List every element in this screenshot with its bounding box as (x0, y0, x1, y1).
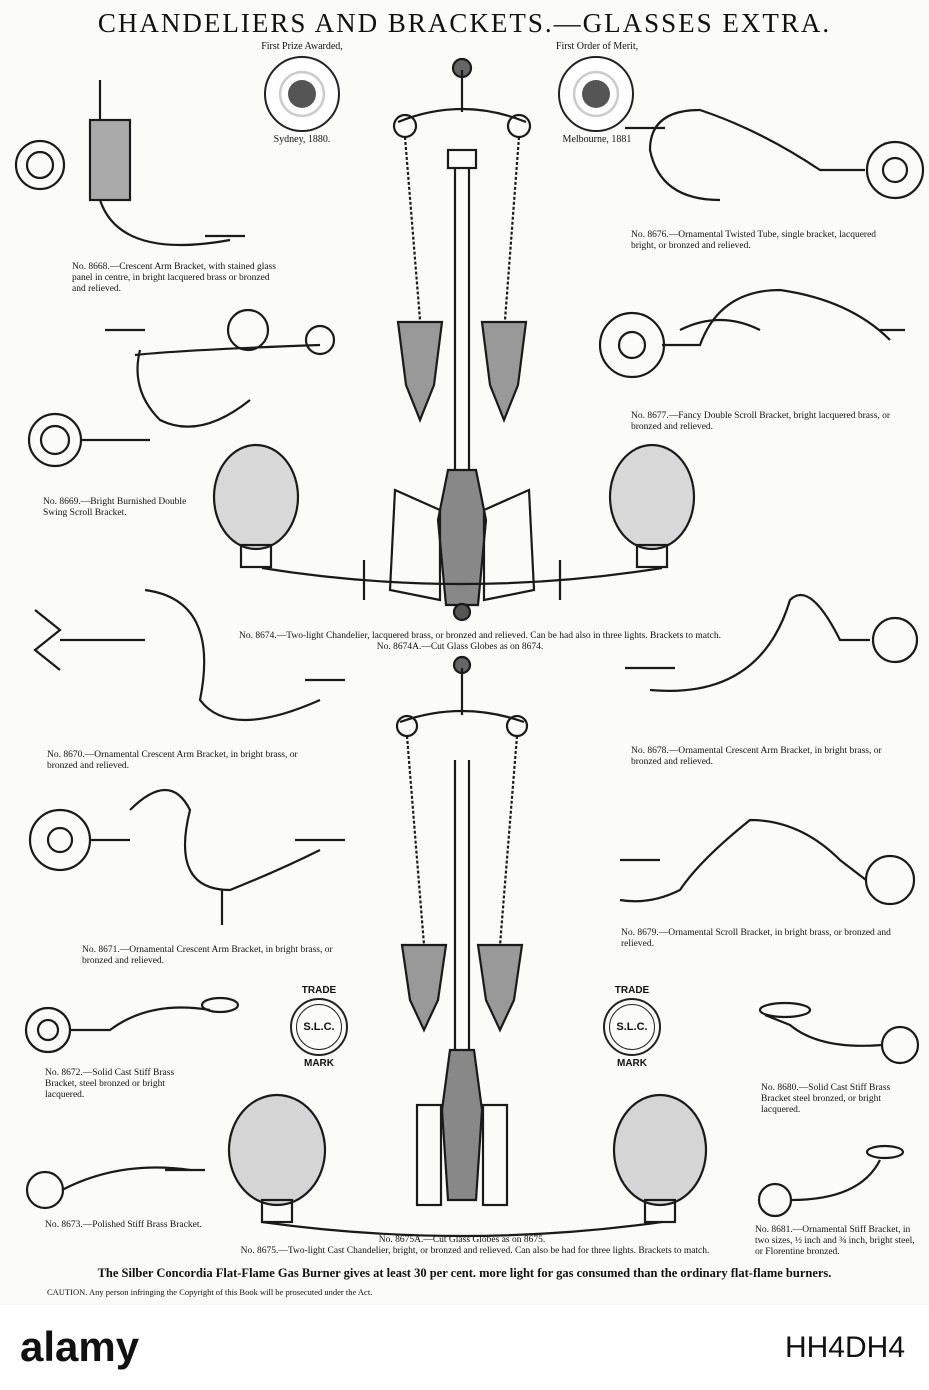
caption-8677: No. 8677.—Fancy Double Scroll Bracket, b… (631, 411, 891, 432)
caption-8672: No. 8672.—Solid Cast Stiff Brass Bracket… (45, 1068, 175, 1100)
watermark-strip: alamy HH4DH4 (0, 1305, 929, 1390)
trade-mark-right-top: TRADE (614, 985, 650, 996)
trade-mark-right-center: S.L.C. (616, 1021, 648, 1033)
medal-left-icon (264, 56, 340, 132)
caption-8676: No. 8676.—Ornamental Twisted Tube, singl… (631, 230, 877, 251)
caption-8679: No. 8679.—Ornamental Scroll Bracket, in … (621, 928, 891, 949)
bracket-8680-illustration (758, 1001, 920, 1065)
bracket-8676-illustration (625, 108, 925, 202)
copyright-caution-text: CAUTION. Any person infringing the Copyr… (47, 1287, 373, 1297)
trade-mark-left: TRADE S.L.C. MARK (279, 985, 359, 1069)
catalogue-page: CHANDELIERS AND BRACKETS.—GLASSES EXTRA.… (14, 8, 925, 1297)
caption-8673: No. 8673.—Polished Stiff Brass Bracket. (45, 1220, 202, 1230)
medal-right-caption-bottom: Melbourne, 1881 (562, 134, 632, 145)
bracket-8669-illustration (27, 308, 336, 468)
trade-mark-left-center: S.L.C. (303, 1021, 335, 1033)
alamy-logo: alamy (20, 1323, 140, 1370)
trade-mark-left-top: TRADE (301, 985, 337, 996)
caption-8678: No. 8678.—Ornamental Crescent Arm Bracke… (631, 746, 882, 767)
medal-right-caption-top: First Order of Merit, (555, 41, 639, 52)
bracket-8672-illustration (24, 996, 240, 1054)
caption-8669: No. 8669.—Bright Burnished Double Swing … (43, 497, 187, 518)
bracket-8670-illustration (33, 588, 345, 722)
bracket-8677-illustration (598, 288, 905, 379)
caption-8671: No. 8671.—Ornamental Crescent Arm Bracke… (82, 945, 333, 966)
image-id-label: HH4DH4 (784, 1331, 905, 1364)
trade-mark-right: TRADE S.L.C. MARK (592, 985, 672, 1069)
caption-8675a: No. 8675A.—Cut Glass Globes as on 8675. (378, 1235, 546, 1245)
bracket-8668-illustration (14, 80, 245, 247)
caption-8668: No. 8668.—Crescent Arm Bracket, with sta… (72, 262, 276, 294)
caption-8680: No. 8680.—Solid Cast Stiff Brass Bracket… (761, 1083, 891, 1115)
trade-mark-left-bottom: MARK (304, 1058, 334, 1069)
medal-left-caption-bottom: Sydney, 1880. (273, 134, 331, 145)
caption-8670: No. 8670.—Ornamental Crescent Arm Bracke… (47, 750, 298, 771)
caption-8675: No. 8675.—Two-light Cast Chandelier, bri… (240, 1246, 710, 1256)
trade-mark-left-seal: S.L.C. (290, 998, 348, 1056)
bracket-8679-illustration (619, 818, 916, 906)
bracket-8681-illustration (757, 1144, 905, 1218)
bracket-8671-illustration (28, 788, 345, 925)
trade-mark-right-seal: S.L.C. (603, 998, 661, 1056)
page-title: CHANDELIERS AND BRACKETS.—GLASSES EXTRA. (97, 8, 832, 38)
bracket-8678-illustration (625, 594, 919, 692)
chandelier-8675-illustration (227, 655, 708, 1238)
caption-8681: No. 8681.—Ornamental Stiff Bracket, in t… (755, 1225, 915, 1257)
caption-8674a: No. 8674A.—Cut Glass Globes as on 8674. (376, 642, 544, 652)
chandelier-8674-illustration (212, 57, 696, 622)
bracket-8673-illustration (25, 1166, 205, 1210)
burner-claim-text: The Silber Concordia Flat-Flame Gas Burn… (97, 1266, 832, 1280)
engraving-illustrations (14, 57, 925, 1238)
trade-mark-right-bottom: MARK (617, 1058, 647, 1069)
medal-left-caption-top: First Prize Awarded, (261, 41, 343, 52)
caption-8674: No. 8674.—Two-light Chandelier, lacquere… (239, 631, 721, 641)
medal-right-icon (558, 56, 634, 132)
